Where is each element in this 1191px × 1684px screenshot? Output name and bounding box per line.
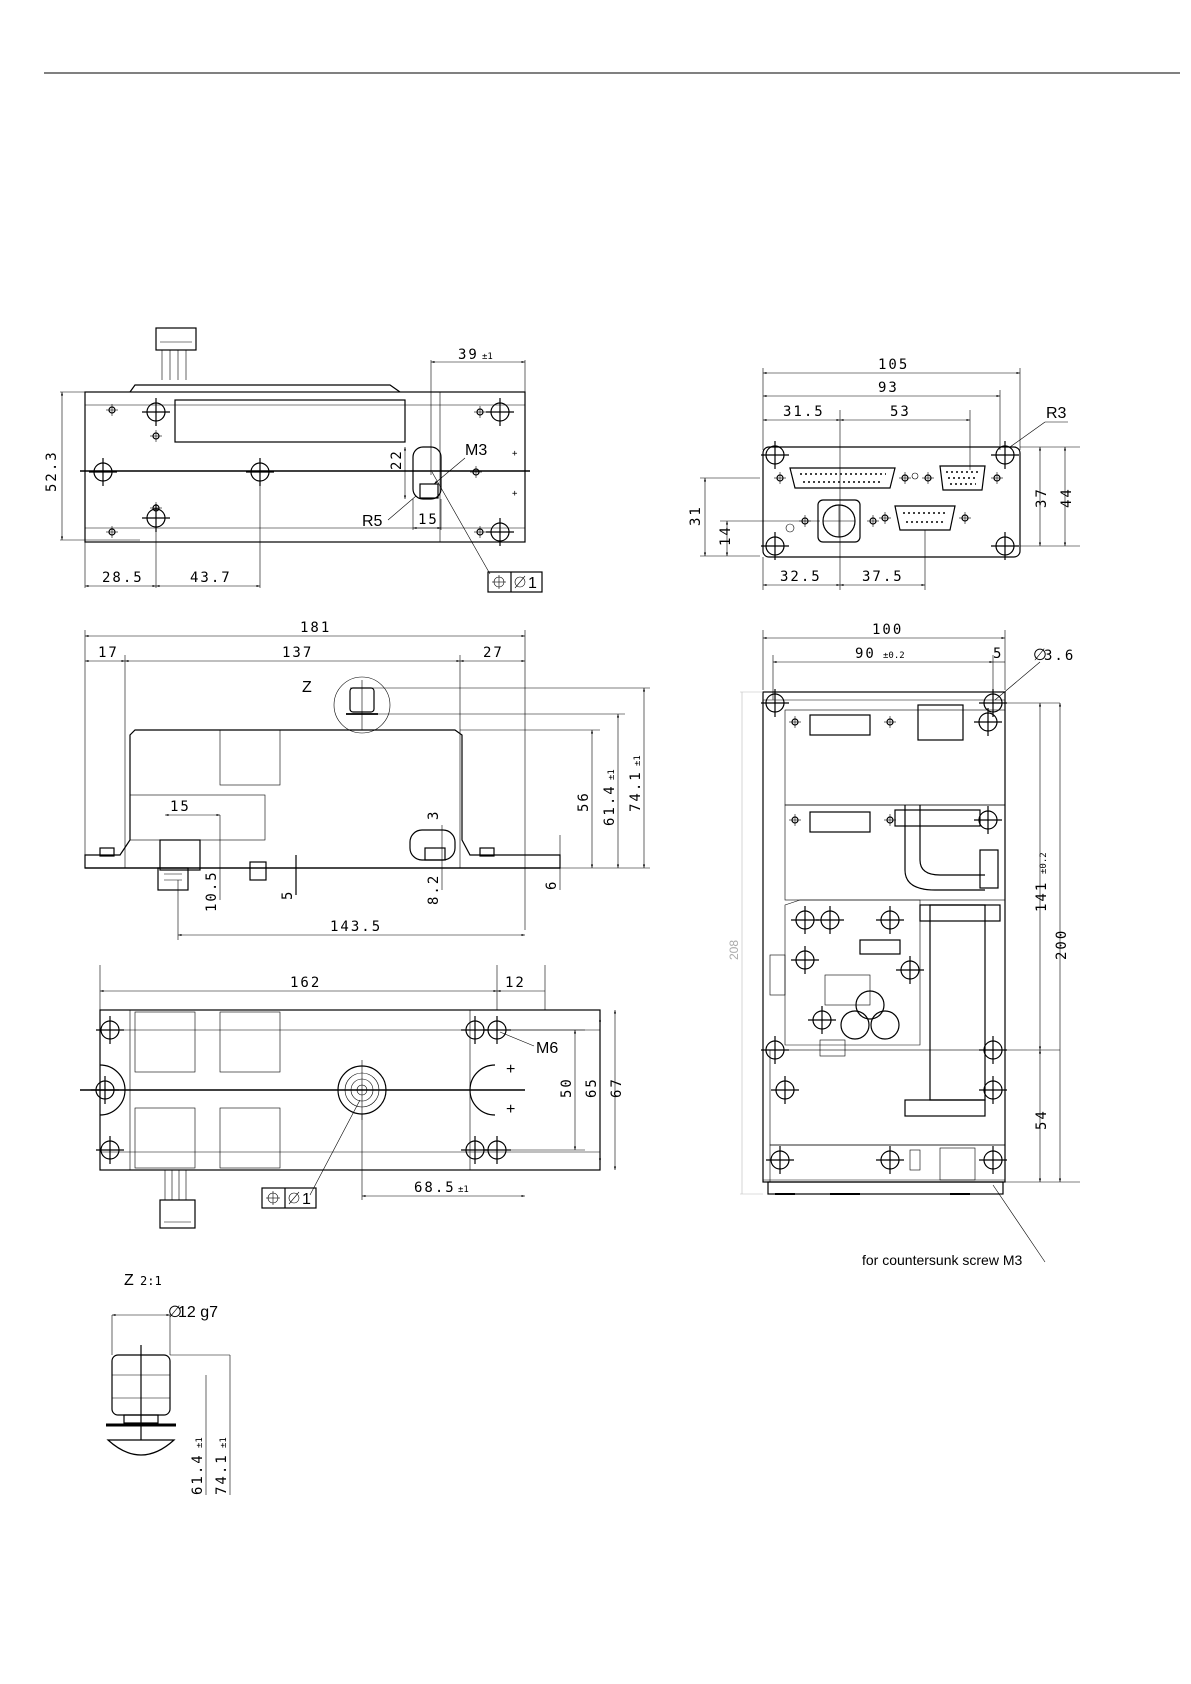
dim-137: 137 — [282, 645, 313, 661]
position-tolerance-frame-top: 1 — [488, 572, 542, 592]
label-m6: M6 — [536, 1040, 558, 1057]
dim-17: 17 — [98, 645, 119, 661]
dim-208: 208 — [727, 940, 741, 960]
dim-53: 53 — [890, 404, 911, 420]
front-view: 105 93 31.5 53 R3 — [688, 357, 1080, 590]
db25-connector — [774, 468, 911, 488]
detail-z-title: Z — [124, 1272, 134, 1289]
dim-3-6: 3.6 — [1044, 648, 1075, 664]
label-z: Z — [302, 679, 312, 696]
dim-181: 181 — [300, 620, 331, 636]
dim-27: 27 — [483, 645, 504, 661]
dim-56: 56 — [576, 791, 592, 812]
detail-z: Z 2:1 12 g7 ∅ 61.4 ±1 74.1 ±1 — [106, 1272, 230, 1495]
dim-15-top: 15 — [418, 512, 439, 528]
label-r3: R3 — [1046, 405, 1067, 422]
tol-68-5: ±1 — [458, 1185, 469, 1195]
dim-6: 6 — [544, 880, 560, 890]
dim-3: 3 — [426, 810, 442, 820]
dim-200: 200 — [1054, 929, 1070, 960]
hd15-connector — [912, 466, 1003, 490]
dim-50: 50 — [559, 1077, 575, 1098]
dim-32-5: 32.5 — [780, 569, 822, 585]
dim-31: 31 — [688, 505, 704, 526]
dim-14: 14 — [718, 525, 734, 546]
dim-74-1-side: 74.1 — [628, 770, 644, 812]
detail-dim-74-1: 74.1 — [214, 1453, 230, 1495]
dim-43-7: 43.7 — [190, 570, 232, 586]
dim-37-front: 37 — [1034, 487, 1050, 508]
dim-143-5: 143.5 — [330, 919, 382, 935]
side-view: 181 17 137 27 Z 15 10.5 5 3 — [85, 620, 650, 940]
dim-52-3: 52.3 — [44, 450, 60, 492]
position-tol-value-top: 1 — [528, 575, 537, 592]
svg-text:+: + — [506, 1101, 515, 1118]
dim-61-4-side: 61.4 — [602, 784, 618, 826]
dim-12-g7: 12 g7 — [178, 1304, 218, 1321]
dim-22: 22 — [389, 449, 405, 470]
label-r5: R5 — [362, 513, 383, 530]
dim-5-rear: 5 — [993, 646, 1003, 662]
dim-5: 5 — [280, 890, 296, 900]
svg-text:+: + — [512, 489, 518, 499]
dim-141: 141 — [1034, 881, 1050, 912]
dim-39: 39 — [458, 347, 479, 363]
tol-90: ±0.2 — [883, 651, 905, 661]
dim-65: 65 — [584, 1077, 600, 1098]
dim-12-bottom: 12 — [505, 975, 526, 991]
svg-text:+: + — [512, 449, 518, 459]
db15-connector — [879, 506, 971, 530]
tol-74-1-side: ±1 — [633, 755, 643, 766]
dim-15-side: 15 — [170, 799, 191, 815]
detail-dim-61-4: 61.4 — [190, 1453, 206, 1495]
countersunk-note: for countersunk screw M3 — [862, 1252, 1022, 1268]
detail-tol-74-1: ±1 — [219, 1437, 229, 1448]
dim-68-5: 68.5 — [414, 1180, 456, 1196]
bottom-view: 162 12 + + M6 — [80, 965, 625, 1228]
detail-tol-61-4: ±1 — [195, 1437, 205, 1448]
dim-54: 54 — [1034, 1109, 1050, 1130]
tol-141: ±0.2 — [1039, 852, 1049, 874]
dim-8-2: 8.2 — [426, 874, 442, 905]
tol-39: ±1 — [482, 352, 493, 362]
dim-93: 93 — [878, 380, 899, 396]
svg-text:+: + — [506, 1061, 515, 1078]
dim-44: 44 — [1059, 487, 1075, 508]
dim-31-5: 31.5 — [783, 404, 825, 420]
dim-10-5: 10.5 — [204, 870, 220, 912]
rear-view: 100 90 ±0.2 5 ∅ 3.6 — [727, 622, 1080, 1268]
label-m3: M3 — [465, 442, 487, 459]
tol-61-4-side: ±1 — [607, 769, 617, 780]
position-tol-value-bottom: 1 — [302, 1191, 311, 1208]
dim-37-5: 37.5 — [862, 569, 904, 585]
dim-28-5: 28.5 — [102, 570, 144, 586]
detail-z-scale: 2:1 — [140, 1274, 162, 1288]
dim-100: 100 — [872, 622, 903, 638]
top-view: + + 39 ±1 52.3 22 M3 R5 15 28.5 43.7 — [44, 328, 542, 592]
dim-67: 67 — [609, 1077, 625, 1098]
dim-105: 105 — [878, 357, 909, 373]
dim-162: 162 — [290, 975, 321, 991]
dim-90: 90 — [855, 646, 876, 662]
position-tolerance-frame-bottom: 1 — [262, 1188, 316, 1208]
